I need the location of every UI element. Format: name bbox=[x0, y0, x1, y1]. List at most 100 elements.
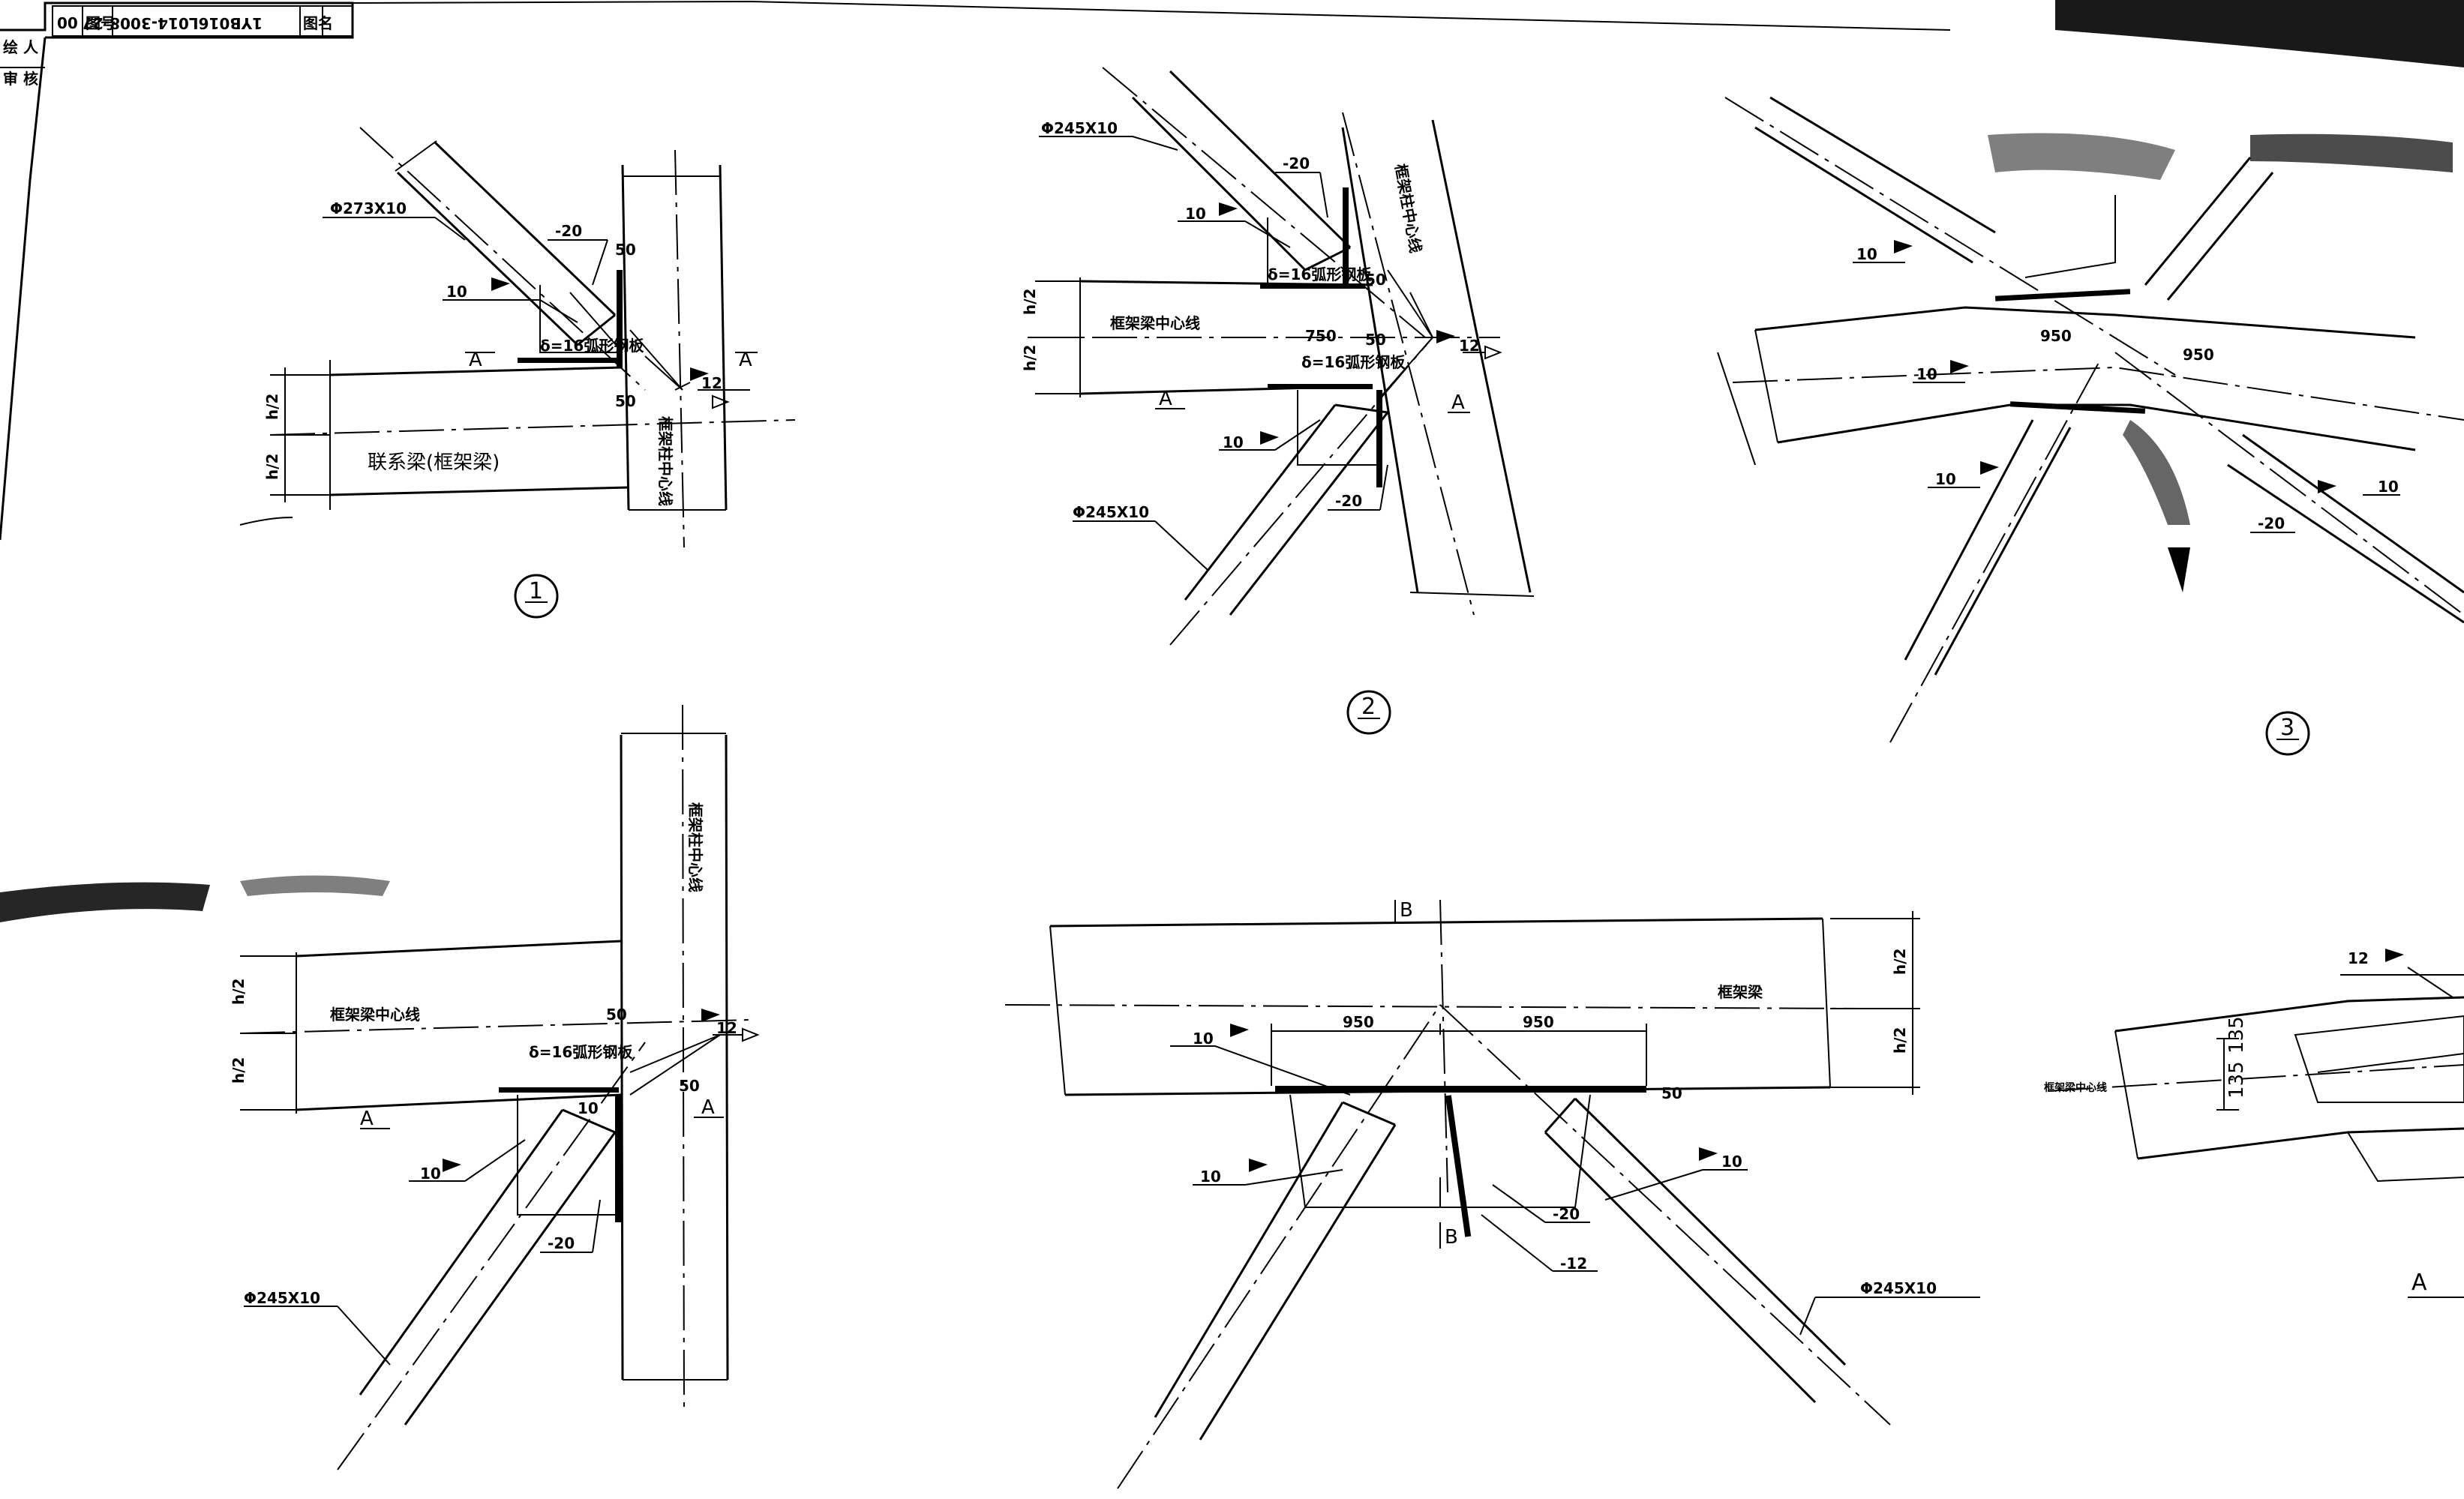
d5-beam-label: 框架梁 bbox=[1718, 983, 1763, 1001]
d4-beam-label: 框架梁中心线 bbox=[330, 1006, 420, 1024]
d3-number: 3 bbox=[2280, 715, 2294, 741]
d3-beam bbox=[1717, 289, 2464, 466]
d4-leaders bbox=[244, 1009, 760, 1366]
d4-brace bbox=[337, 1042, 646, 1471]
title-cell-1: 00 bbox=[57, 14, 78, 32]
d1-weld-a: 10 bbox=[446, 283, 467, 301]
title-cell-4: 图名 bbox=[303, 14, 333, 32]
d3-weld-4: 10 bbox=[2378, 478, 2399, 496]
d4-weld-b: 10 bbox=[578, 1099, 599, 1117]
d3-weld-2: 10 bbox=[1916, 365, 1937, 383]
d2-tube-bot-label: Φ245X10 bbox=[1073, 503, 1149, 521]
d3-dim-950: 950 bbox=[2040, 327, 2072, 345]
d2-tube-top-label: Φ245X10 bbox=[1041, 119, 1118, 137]
d3-leaders bbox=[1853, 240, 2400, 533]
d2-h-lower: h/2 bbox=[1021, 345, 1039, 371]
d5-plate: -20 bbox=[1553, 1205, 1580, 1223]
title-cell-2: 图号 bbox=[86, 14, 116, 32]
d2-section-a-left: A bbox=[1159, 388, 1172, 410]
d2-beam-label: 框架梁中心线 bbox=[1110, 314, 1200, 332]
d4-h-lower: h/2 bbox=[230, 1057, 248, 1084]
d1-section-a-left: A bbox=[469, 349, 482, 371]
d5-section-b-bot: B bbox=[1445, 1226, 1458, 1249]
d1-gusset bbox=[539, 270, 623, 367]
d5-dim-left: 950 bbox=[1343, 1013, 1374, 1031]
d1-plate-label: -20 bbox=[555, 222, 582, 240]
d4-dim-b: 50 bbox=[679, 1077, 700, 1095]
d5-weld-r: 10 bbox=[1721, 1153, 1742, 1171]
d2-brace-top bbox=[1102, 67, 1426, 338]
d1-column-label: 框架柱中心线 bbox=[656, 416, 674, 506]
detail-6: 12 135 135 框架梁中心线 A bbox=[2044, 949, 2464, 1298]
detail-1: Φ273X10 -20 10 12 δ=16弧形钢板 50 50 A A h/2… bbox=[239, 127, 796, 619]
d5-gusset bbox=[1289, 1094, 1591, 1237]
title-side-1: 绘 人 bbox=[3, 38, 39, 56]
d2-leaders bbox=[1039, 136, 1502, 571]
d2-weld-top: 10 bbox=[1185, 205, 1206, 223]
d1-beam bbox=[239, 358, 796, 526]
detail-2: Φ245X10 Φ245X10 -20 -20 10 10 12 δ=16弧形钢… bbox=[1021, 67, 1535, 735]
d2-brace-bot bbox=[1169, 337, 1433, 646]
d2-stiff-bot: δ=16弧形钢板 bbox=[1301, 353, 1406, 371]
d4-weld-a: 10 bbox=[420, 1165, 441, 1183]
d4-stiffener: δ=16弧形钢板 bbox=[529, 1043, 633, 1061]
d4-column-label: 框架柱中心线 bbox=[686, 802, 704, 892]
d2-column bbox=[1341, 112, 1535, 616]
d2-number: 2 bbox=[1361, 694, 1376, 720]
d5-h-upper: h/2 bbox=[1891, 949, 1909, 975]
detail-4: Φ245X10 -20 10 10 12 δ=16弧形钢板 50 50 h/2 … bbox=[230, 704, 760, 1471]
d3-weld-3: 10 bbox=[1935, 470, 1956, 488]
d2-weld-bot: 10 bbox=[1223, 433, 1244, 451]
d4-plate-label: -20 bbox=[548, 1234, 575, 1252]
d2-dim-750: 750 bbox=[1305, 327, 1337, 345]
d5-plate2: -12 bbox=[1560, 1255, 1587, 1273]
d4-h-upper: h/2 bbox=[230, 979, 248, 1005]
d1-dim-a: 50 bbox=[615, 241, 636, 259]
d1-number: 1 bbox=[529, 578, 543, 604]
title-side-2: 审 核 bbox=[3, 70, 38, 88]
d6-beam-label: 框架梁中心线 bbox=[2044, 1081, 2107, 1094]
title-block: 00 图号 1YB016L014-3008-27 图名 绘 人 审 核 bbox=[3, 5, 353, 88]
d1-h-lower: h/2 bbox=[263, 454, 281, 480]
d5-beam bbox=[1004, 899, 1920, 1207]
d5-dim-50: 50 bbox=[1661, 1084, 1682, 1102]
scan-noise bbox=[0, 0, 2464, 922]
d1-detail-marker: 1 bbox=[514, 574, 559, 619]
d2-section-a-right: A bbox=[1451, 391, 1465, 414]
d4-column bbox=[620, 704, 729, 1411]
d1-tube-label: Φ273X10 bbox=[330, 199, 407, 217]
d2-dim-a: 50 bbox=[1365, 271, 1386, 289]
d1-leaders bbox=[323, 217, 758, 409]
d2-h-upper: h/2 bbox=[1021, 289, 1039, 315]
d4-section-a-left: A bbox=[360, 1108, 374, 1130]
d4-section-a-right: A bbox=[701, 1096, 715, 1119]
d1-beam-label: 联系梁(框架梁) bbox=[368, 451, 500, 474]
d6-dim-2: 135 bbox=[2225, 1016, 2248, 1054]
d2-plate-top: -20 bbox=[1283, 154, 1310, 172]
d1-dim-b: 50 bbox=[615, 392, 636, 410]
sheet-border bbox=[0, 0, 1951, 541]
drawing-number: 1YB016L014-3008-27 bbox=[83, 14, 263, 32]
d1-brace bbox=[359, 127, 646, 391]
d5-leaders bbox=[1170, 901, 1980, 1336]
d5-weld-l2: 10 bbox=[1200, 1168, 1221, 1186]
d3-weld-1: 10 bbox=[1856, 245, 1877, 263]
d2-detail-marker: 2 bbox=[1346, 690, 1391, 735]
d1-weld-b: 12 bbox=[701, 374, 722, 392]
d5-weld-l1: 10 bbox=[1193, 1030, 1214, 1048]
d4-dim-a: 50 bbox=[606, 1006, 627, 1024]
d4-tube-label: Φ245X10 bbox=[244, 1289, 320, 1307]
d4-weld-c: 12 bbox=[716, 1019, 737, 1037]
d6-weld: 12 bbox=[2348, 949, 2369, 967]
d2-beam bbox=[1028, 217, 1500, 466]
detail-5: 950 950 50 10 10 10 -20 -12 Φ245X10 框架梁 … bbox=[1004, 899, 1980, 1489]
d5-tube-label: Φ245X10 bbox=[1860, 1279, 1937, 1297]
d1-h-upper: h/2 bbox=[263, 394, 281, 420]
d2-stiff-top: δ=16弧形钢板 bbox=[1268, 265, 1372, 283]
d2-column-label: 框架柱中心线 bbox=[1391, 163, 1424, 254]
d5-dim-right: 950 bbox=[1523, 1013, 1554, 1031]
d1-column bbox=[621, 149, 728, 548]
d2-weld-right: 12 bbox=[1459, 337, 1480, 355]
d1-stiffener: δ=16弧形钢板 bbox=[540, 337, 644, 355]
